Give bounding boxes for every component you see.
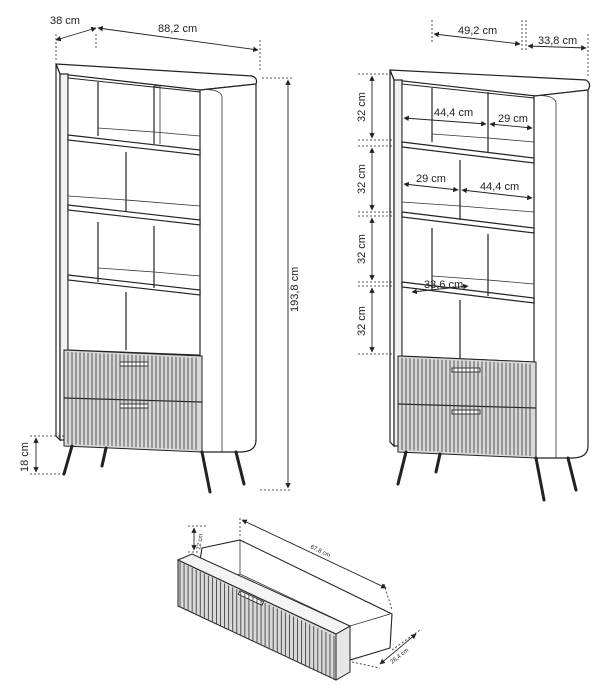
right-inner-width-label: 49,2 cm	[458, 25, 497, 37]
left-leg-3	[200, 450, 212, 494]
drawer-depth-label: 28,4 cm	[390, 648, 411, 666]
right-right-side	[533, 89, 589, 459]
left-depth-label: 38 cm	[50, 15, 80, 27]
right-depth-dim	[527, 43, 587, 51]
right-dimensions: 49,2 cm 33,8 cm 32 cm 32 cm 32 cm 32 cm …	[356, 20, 589, 355]
right-shelf-1	[401, 141, 535, 164]
right-leg-4	[566, 456, 578, 492]
drawer-detail: 12 cm 67,8 cm 28,4 cm	[176, 518, 421, 681]
compartment-b-left-dim	[403, 181, 459, 193]
left-height-label: 193,8 cm	[289, 267, 301, 312]
right-leg-2	[434, 452, 442, 474]
drawer-length-dim	[241, 519, 387, 589]
compartment-b-left-label: 29 cm	[416, 173, 446, 185]
right-leg-3	[534, 456, 546, 502]
left-leg-height-label: 18 cm	[19, 442, 31, 472]
left-leg-2	[100, 446, 108, 468]
drawer-depth-dim	[379, 633, 417, 665]
shelf-height-label-2: 32 cm	[356, 164, 368, 194]
left-dimensions: 38 cm 88,2 cm 193,8 cm 18 cm	[19, 15, 301, 491]
right-side-panel-outer	[389, 69, 395, 448]
right-bookcase	[389, 69, 591, 502]
left-depth-dim	[55, 26, 97, 42]
right-shelf-2	[401, 211, 535, 234]
shelf-height-label-4: 32 cm	[356, 306, 368, 336]
right-drawer-grooves	[401, 358, 531, 456]
shelf-height-label-3: 32 cm	[356, 234, 368, 264]
left-bookcase	[55, 63, 258, 494]
left-leg-1	[62, 444, 74, 476]
compartment-b-right-dim	[461, 187, 533, 201]
drawer-height-label: 12 cm	[196, 533, 205, 550]
compartment-a-right-dim	[489, 121, 533, 131]
compartment-a-left-label: 44,4 cm	[434, 107, 473, 119]
compartment-a-left-dim	[403, 115, 487, 127]
shelf-height-label-1: 32 cm	[356, 92, 368, 122]
drawer-front-grooves	[179, 562, 335, 680]
right-inner-width-dim	[433, 31, 521, 47]
left-right-side	[199, 83, 257, 453]
left-shelf-1	[67, 134, 201, 156]
left-leg-4	[234, 450, 246, 486]
right-leg-1	[396, 450, 408, 486]
left-shelf-3	[67, 274, 201, 296]
right-depth-label: 33,8 cm	[538, 35, 577, 47]
left-width-label: 88,2 cm	[158, 23, 197, 35]
shelf-depth-dim	[411, 283, 469, 295]
compartment-b-right-label: 44,4 cm	[480, 181, 519, 193]
left-shelf-2	[67, 204, 201, 226]
left-width-dim	[97, 25, 259, 53]
shelf-depth-label: 33,6 cm	[424, 279, 463, 291]
compartment-a-right-label: 29 cm	[498, 113, 528, 125]
left-drawer-grooves	[67, 352, 197, 450]
